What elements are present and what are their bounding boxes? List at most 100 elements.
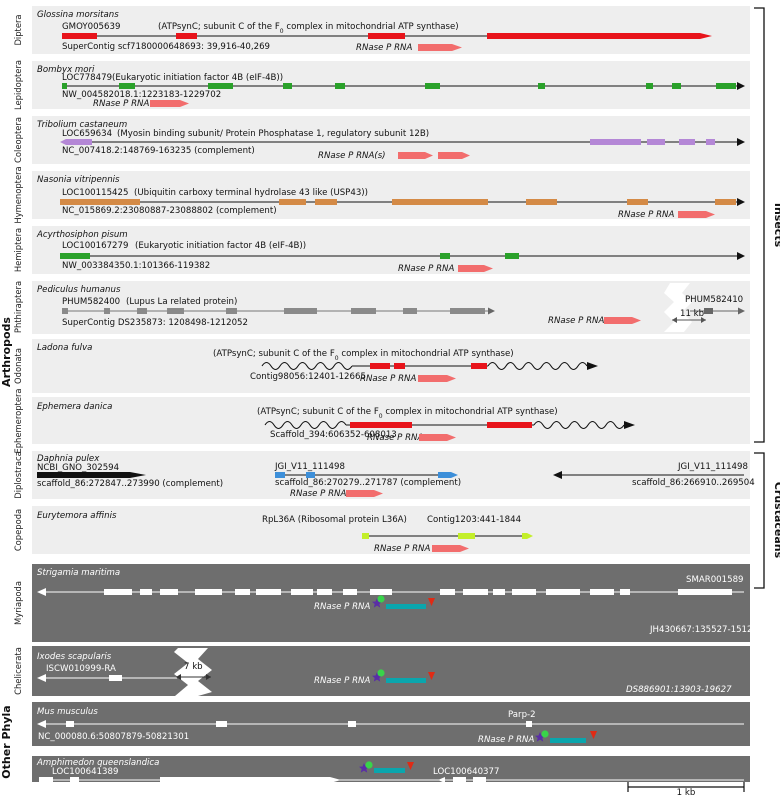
order-label-phthiraptera: Phthiraptera — [13, 281, 23, 333]
rnase-p-label: RNase P RNA — [356, 43, 412, 53]
species-name: Nasonia vitripennis — [37, 175, 120, 185]
rnasep-star-marker — [372, 598, 382, 608]
order-label-odonata: Odonata — [13, 348, 23, 384]
rnasep-star-marker — [372, 672, 382, 682]
species-name: Bombyx mori — [37, 65, 95, 75]
gene-id: PHUM582400 — [62, 297, 120, 307]
order-label-diplostraca: Diplostraca — [13, 451, 23, 499]
rnase-p-label: RNase P RNA — [367, 433, 423, 443]
species-name: Daphnia pulex — [37, 454, 100, 464]
gene-id: LOC100167279 — [62, 241, 128, 251]
order-label-hemiptera: Hemiptera — [13, 228, 23, 272]
track-hymenoptera: Nasonia vitripennis LOC100115425 (Ubiqui… — [37, 175, 745, 220]
locus: NC_015869.2:23080887-23088802 (complemen… — [62, 206, 277, 216]
locus: Contig1203:441-1844 — [427, 515, 521, 525]
gene-id-1: NCBI_GNO_302594 — [37, 463, 119, 473]
order-label-lepidoptera: Lepidoptera — [13, 60, 23, 110]
rnasep-circle-marker — [541, 730, 549, 738]
bracket-label-crustaceans: Crustaceans — [772, 482, 780, 559]
species-name: Mus musculus — [37, 707, 98, 717]
rnase-p-label: RNase P RNA — [360, 374, 416, 384]
rnase-p-label: RNase P RNA(s) — [318, 151, 386, 161]
gene-id: ISCW010999-RA — [46, 664, 116, 674]
gene-desc: (ATPsynC; subunit C of the F0 complex in… — [257, 407, 558, 420]
gene-id-3: JGI_V11_111498 — [677, 462, 748, 472]
rnase-p-label: RNase P RNA — [618, 210, 674, 220]
track-myriapoda: Strigamia maritima SMAR001589 JH430667:1… — [37, 568, 763, 635]
species-name: Tribolium castaneum — [37, 120, 127, 130]
rnasep-circle-marker — [377, 595, 385, 603]
order-label-diptera: Diptera — [13, 14, 23, 45]
rnase-p-label: RNase P RNA — [398, 264, 454, 274]
track-copepoda: Eurytemora affinis RpL36A (Ribosomal pro… — [37, 511, 533, 554]
species-name: Eurytemora affinis — [37, 511, 117, 521]
track-diptera: Glossina morsitans GMOY005639 (ATPsynC; … — [37, 10, 712, 53]
locus: NW_003384350.1:101366-119382 — [62, 261, 210, 271]
species-name: Ephemera danica — [37, 402, 112, 412]
rnase-p-label: RNase P RNA — [478, 735, 534, 745]
bracket-crustaceans: Crustaceans — [754, 452, 780, 589]
track-coleoptera: Tribolium castaneum LOC659634 (Myosin bi… — [37, 120, 745, 161]
panel-chelicerata — [32, 646, 750, 696]
order-labels: Diptera Lepidoptera Coleoptera Hymenopte… — [13, 14, 23, 694]
panel-myriapoda — [32, 564, 750, 642]
rnase-p-label: RNase P RNA — [299, 786, 355, 796]
track-hemiptera: Acyrthosiphon pisum LOC100167279 (Eukary… — [36, 230, 745, 274]
scale-bar-label: 1 kb — [677, 788, 696, 798]
track-odonata: Ladona fulva (ATPsynC; subunit C of the … — [37, 343, 598, 384]
locus: JH430667:135527-151234 — [649, 625, 763, 635]
rnasep-circle-marker — [365, 761, 373, 769]
gene-id: Parp-2 — [508, 710, 536, 720]
panel-hymenoptera — [32, 171, 750, 219]
gene-id-2: LOC100640377 — [433, 767, 499, 777]
locus: SuperContig scf7180000648693: 39,916-40,… — [62, 42, 270, 52]
track-phthiraptera: Pediculus humanus PHUM582400 (Lupus La r… — [37, 283, 745, 332]
panel-diptera — [32, 6, 750, 54]
species-name: Ixodes scapularis — [37, 652, 112, 662]
species-name: Glossina morsitans — [37, 10, 119, 20]
rnasep-circle-marker — [377, 669, 385, 677]
rnase-p-label: RNase P RNA — [314, 676, 370, 686]
order-label-ephemeroptera: Ephemeroptera — [13, 388, 23, 453]
locus: Scaffold_394:606352-608013 — [270, 430, 397, 440]
species-name: Amphimedon queenslandica — [36, 758, 159, 768]
group-label-other-phyla: Other Phyla — [0, 705, 13, 778]
species-name: Pediculus humanus — [37, 285, 121, 295]
gene-desc: (Eukaryotic initiation factor 4B (eIF-4B… — [112, 73, 283, 83]
species-name: Ladona fulva — [37, 343, 92, 353]
rnase-p-label: RNase P RNA — [93, 99, 149, 109]
locus-2: NW_003546501.1:47885-48541 — [432, 783, 569, 793]
gene-desc: (Lupus La related protein) — [126, 297, 237, 307]
locus-2: scaffold_86:270279..271787 (complement) — [275, 478, 461, 488]
scale-bar: 1 kb — [627, 782, 745, 798]
locus: Contig98056:12401-12665 — [250, 372, 366, 382]
track-chelicerata: Ixodes scapularis ISCW010999-RA 7 kb RNa… — [37, 648, 732, 696]
species-name: Acyrthosiphon pisum — [36, 230, 128, 240]
rnase-p-label: RNase P RNA — [314, 602, 370, 612]
track-mus: Mus musculus NC_000080.6:50807879-508213… — [37, 707, 744, 745]
gene-id: GMOY005639 — [62, 22, 120, 32]
track-lepidoptera: Bombyx mori LOC778479 (Eukaryotic initia… — [37, 65, 745, 109]
species-name: Strigamia maritima — [37, 568, 120, 578]
track-amphimedon: Amphimedon queenslandica LOC100641389 NW… — [36, 758, 744, 796]
track-diplostraca: Daphnia pulex NCBI_GNO_302594 scaffold_8… — [37, 454, 755, 499]
locus: NC_000080.6:50807879-50821301 — [38, 732, 189, 742]
locus-1: NW_003546501.1:49113-52003 (complement) — [37, 783, 238, 793]
gene-id: SMAR001589 — [686, 575, 744, 585]
locus: DS886901:13903-19627 — [626, 685, 732, 695]
locus: NW_004582018.1:1223183-1229702 — [62, 90, 221, 100]
gene-id: LOC100115425 — [62, 188, 128, 198]
bracket-label-insects: Insects — [772, 203, 780, 248]
group-label-arthropods: Arthropods — [0, 317, 13, 387]
gene-id-2: JGI_V11_111498 — [274, 462, 345, 472]
gene-desc: (Ubiquitin carboxy terminal hydrolase 43… — [134, 188, 368, 198]
locus-3: scaffold_86:266910..269504 — [632, 478, 755, 488]
rnasep-star-marker — [535, 732, 545, 742]
locus: SuperContig DS235873: 1208498-1212052 — [62, 318, 248, 328]
gene-desc: (Myosin binding subunit/ Protein Phospha… — [117, 129, 429, 139]
gene-desc: (Eukaryotic initiation factor 4B (eIF-4B… — [135, 241, 306, 251]
order-label-hymenoptera: Hymenoptera — [13, 166, 23, 223]
gene-id-2: PHUM582410 — [685, 295, 743, 305]
gene-id: LOC659634 — [62, 129, 112, 139]
